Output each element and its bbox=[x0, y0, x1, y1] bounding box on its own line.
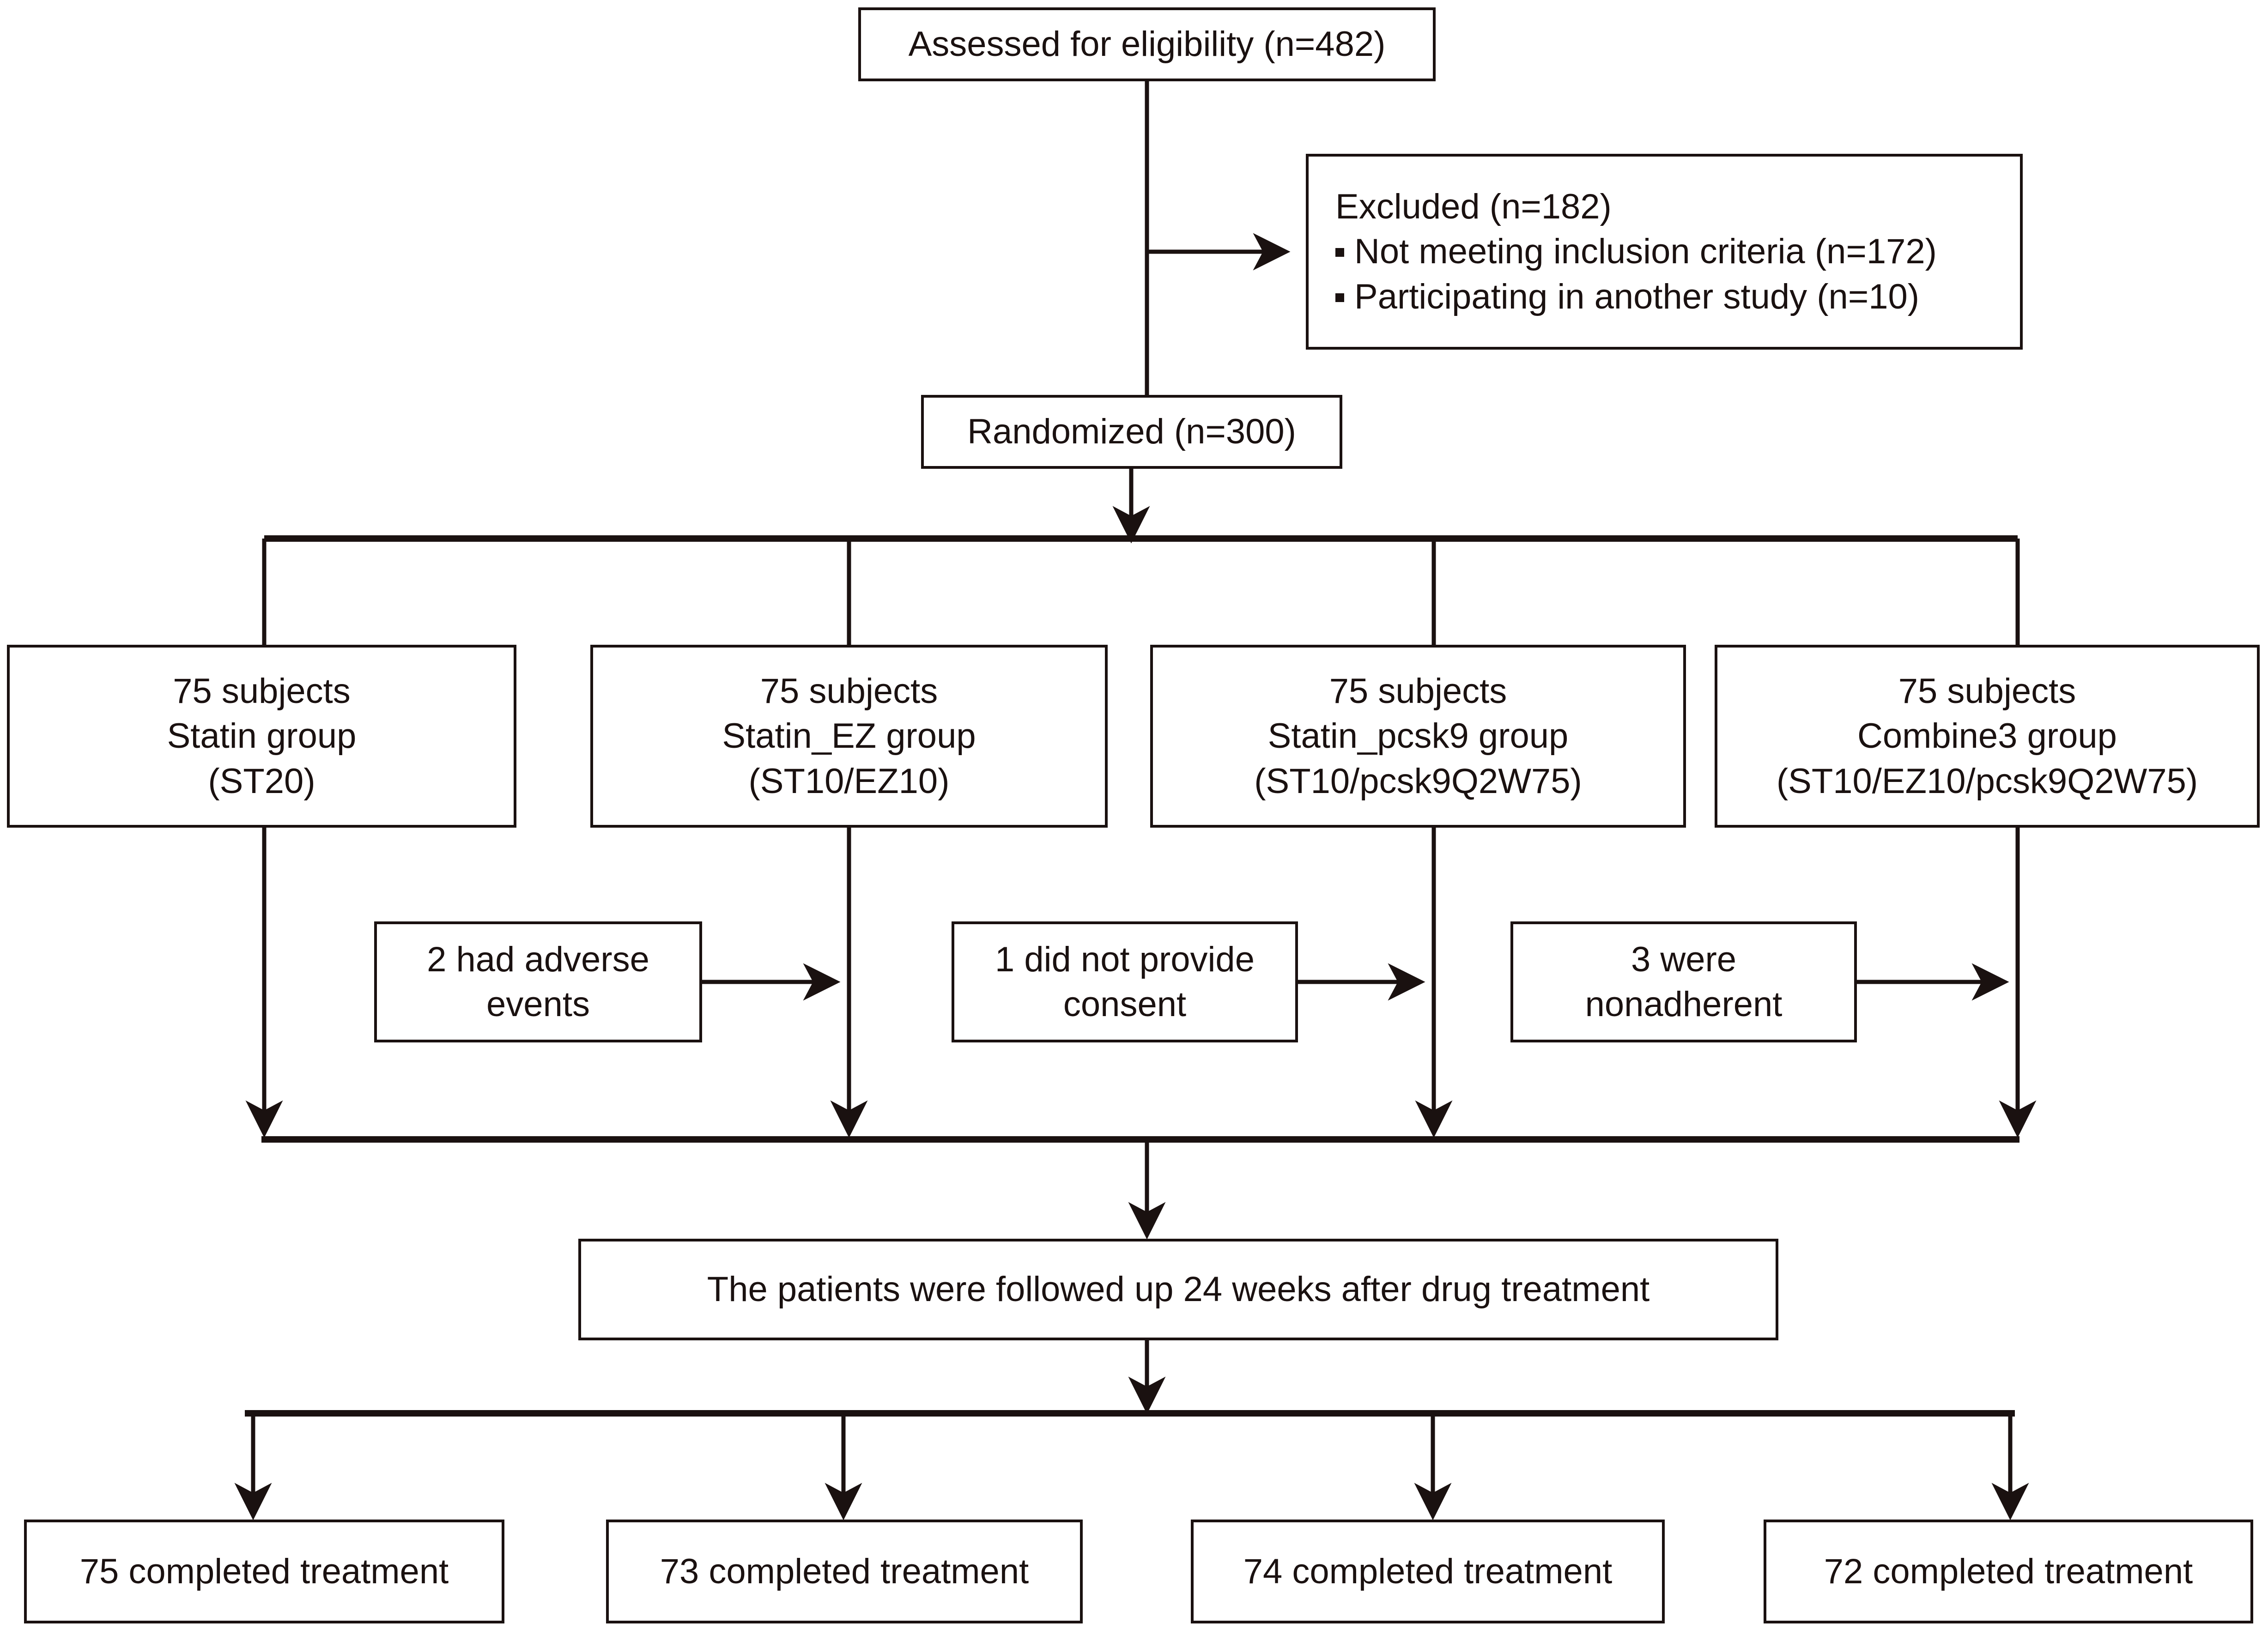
group-4-name: Combine3 group bbox=[1857, 716, 2117, 756]
node-group-combine3: 75 subjects Combine3 group (ST10/EZ10/pc… bbox=[1715, 645, 2260, 828]
excluded-reason-1: Not meeting inclusion criteria (n=172) bbox=[1335, 229, 1937, 274]
node-dropout-nonadherent: 3 were nonadherent bbox=[1510, 921, 1857, 1042]
excluded-heading: Excluded (n=182) bbox=[1335, 187, 1612, 227]
group-4-count: 75 subjects bbox=[1898, 672, 2076, 711]
randomized-label: Randomized (n=300) bbox=[967, 412, 1296, 452]
group-3-regimen: (ST10/pcsk9Q2W75) bbox=[1254, 761, 1582, 801]
node-group-statin: 75 subjects Statin group (ST20) bbox=[7, 645, 516, 828]
dropout-3-line-2: nonadherent bbox=[1585, 985, 1783, 1024]
dropout-2-line-1: 1 did not provide bbox=[995, 939, 1255, 979]
node-assessed-for-eligibility: Assessed for eligibility (n=482) bbox=[858, 7, 1436, 81]
group-1-name: Statin group bbox=[167, 716, 357, 756]
excluded-reason-1-label: Not meeting inclusion criteria (n=172) bbox=[1354, 232, 1937, 272]
node-dropout-adverse-events: 2 had adverse events bbox=[374, 921, 702, 1042]
followup-label: The patients were followed up 24 weeks a… bbox=[707, 1270, 1650, 1309]
group-1-count: 75 subjects bbox=[173, 672, 351, 711]
square-bullet-icon bbox=[1335, 293, 1344, 302]
dropout-2-line-2: consent bbox=[1063, 985, 1187, 1024]
node-completed-statin-pcsk9: 74 completed treatment bbox=[1191, 1520, 1665, 1623]
group-3-count: 75 subjects bbox=[1329, 672, 1507, 711]
excluded-reason-2-label: Participating in another study (n=10) bbox=[1354, 277, 1920, 316]
dropout-3-line-1: 3 were bbox=[1631, 939, 1737, 979]
node-excluded: Excluded (n=182) Not meeting inclusion c… bbox=[1306, 154, 2023, 350]
node-group-statin-ez: 75 subjects Statin_EZ group (ST10/EZ10) bbox=[590, 645, 1108, 828]
group-1-regimen: (ST20) bbox=[208, 761, 315, 801]
node-followup: The patients were followed up 24 weeks a… bbox=[578, 1239, 1778, 1340]
completed-4-label: 72 completed treatment bbox=[1824, 1551, 2193, 1591]
group-4-regimen: (ST10/EZ10/pcsk9Q2W75) bbox=[1776, 761, 2198, 801]
group-2-name: Statin_EZ group bbox=[722, 716, 976, 756]
dropout-1-line-2: events bbox=[486, 985, 590, 1024]
dropout-1-line-1: 2 had adverse bbox=[427, 939, 649, 979]
completed-3-label: 74 completed treatment bbox=[1243, 1551, 1613, 1591]
completed-2-label: 73 completed treatment bbox=[660, 1551, 1029, 1591]
node-completed-statin: 75 completed treatment bbox=[24, 1520, 504, 1623]
assessed-label: Assessed for eligibility (n=482) bbox=[908, 24, 1386, 64]
completed-1-label: 75 completed treatment bbox=[79, 1551, 449, 1591]
node-dropout-no-consent: 1 did not provide consent bbox=[952, 921, 1298, 1042]
node-group-statin-pcsk9: 75 subjects Statin_pcsk9 group (ST10/pcs… bbox=[1150, 645, 1686, 828]
node-completed-statin-ez: 73 completed treatment bbox=[606, 1520, 1083, 1623]
square-bullet-icon bbox=[1335, 248, 1344, 257]
group-2-regimen: (ST10/EZ10) bbox=[748, 761, 950, 801]
node-randomized: Randomized (n=300) bbox=[921, 395, 1342, 469]
group-3-name: Statin_pcsk9 group bbox=[1267, 716, 1569, 756]
excluded-reason-2: Participating in another study (n=10) bbox=[1335, 274, 1919, 319]
group-2-count: 75 subjects bbox=[760, 672, 938, 711]
node-completed-combine3: 72 completed treatment bbox=[1764, 1520, 2253, 1623]
